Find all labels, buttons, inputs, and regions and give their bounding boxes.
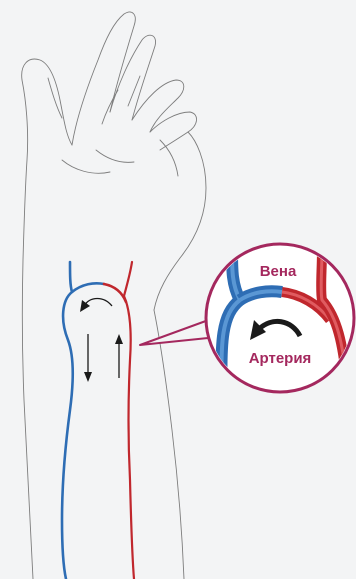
anastomosis-arc (72, 283, 104, 292)
callout-pointer (140, 318, 214, 345)
artery-vessel (124, 262, 134, 579)
artery-label: Артерия (249, 350, 312, 367)
vein-label: Вена (260, 263, 297, 280)
hand-outline (22, 12, 206, 579)
flow-arrows (80, 299, 123, 383)
vein-vessel (62, 262, 73, 579)
vessels (62, 262, 134, 579)
